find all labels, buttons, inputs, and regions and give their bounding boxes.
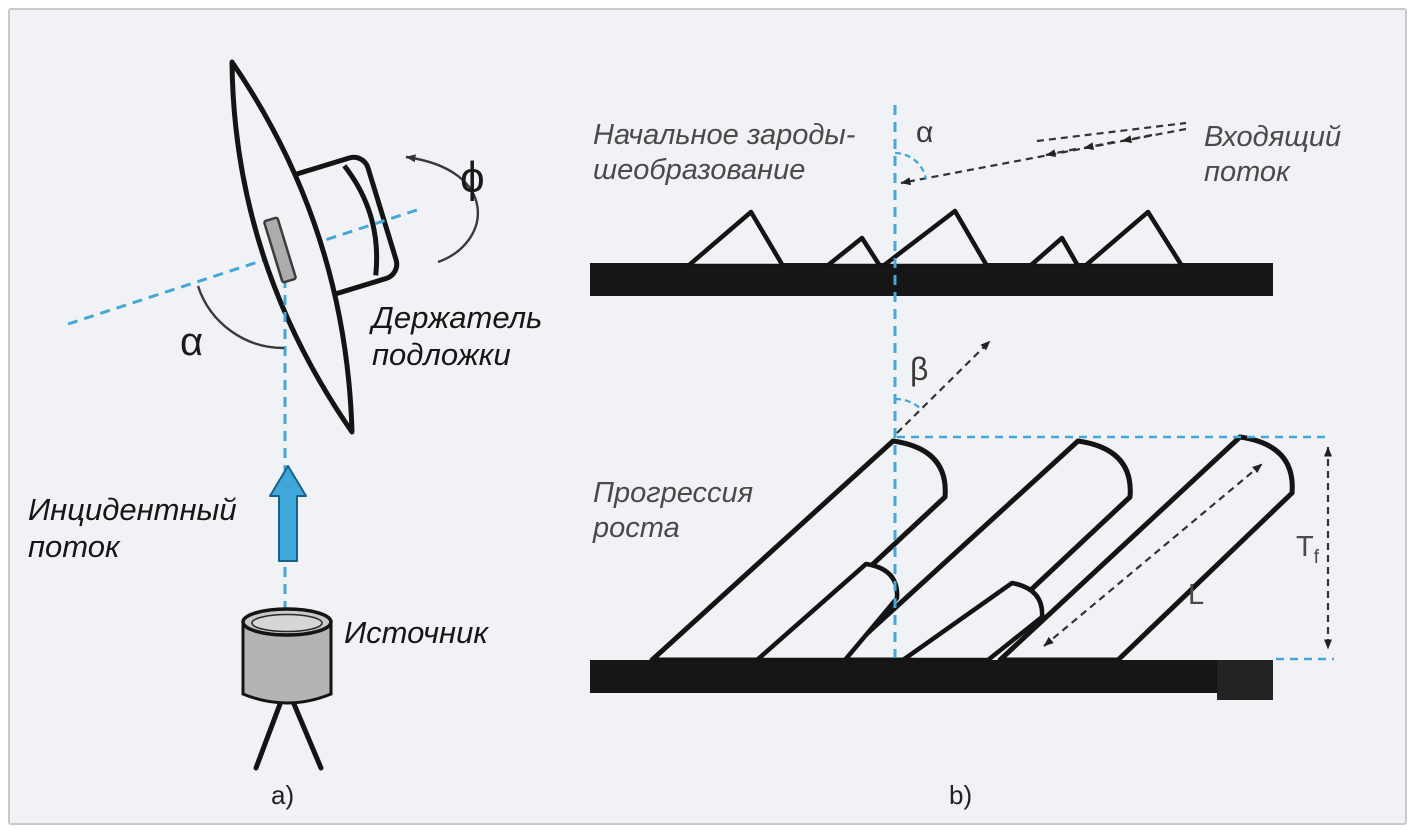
- panel-a-schematic: [67, 59, 479, 771]
- alpha-angle-arc: [894, 151, 928, 180]
- nucleation-label-line1: Начальное зароды-: [593, 119, 856, 151]
- phi-rotation-arrow: [405, 154, 479, 264]
- thickness-subscript: f: [1313, 546, 1319, 568]
- incoming-flux-label-line1: Входящий: [1204, 121, 1342, 153]
- incident-flux-arrow: [269, 465, 307, 562]
- source-body: [241, 621, 333, 705]
- incident-flux-label-line2: поток: [28, 529, 120, 565]
- beta-angle-arc: [894, 397, 923, 411]
- panel-b-schematic: [590, 105, 1334, 700]
- holder-rim-arc: [342, 164, 380, 276]
- substrate-disk: [229, 59, 355, 435]
- alpha-symbol-panel-b: α: [916, 116, 934, 149]
- panel-a-caption: a): [271, 780, 295, 810]
- incoming-flux-label: Входящий поток: [1204, 120, 1341, 190]
- flux-ray-short-arrow: [1045, 147, 1077, 158]
- nucleation-label-line2: шеобразование: [593, 153, 806, 186]
- source-crucible: [241, 607, 333, 771]
- alpha-tilt-arc: [196, 285, 285, 350]
- incident-flux-label: Инцидентный поток: [28, 491, 237, 565]
- growth-label-line2: роста: [593, 511, 680, 544]
- growth-label-line1: Прогрессия: [593, 477, 754, 509]
- substrate-chip: [263, 216, 297, 284]
- column-length-label: L: [1188, 579, 1205, 611]
- growth-columns: [649, 434, 1295, 663]
- source-melt-surface: [251, 613, 323, 633]
- nucleation-seeds: [685, 208, 1185, 269]
- film-thickness-label: Tf: [1296, 530, 1319, 570]
- column-large: [649, 438, 948, 663]
- seed-triangle: [685, 209, 786, 269]
- substrate-bar-bottom: [590, 660, 1273, 693]
- nucleation-label: Начальное зароды- шеобразование: [593, 118, 855, 188]
- seed-triangle: [880, 208, 990, 269]
- growth-progression-label: Прогрессия роста: [593, 476, 753, 546]
- substrate-bar-bottom-step: [1217, 660, 1273, 700]
- panel-b-caption: b): [949, 780, 973, 810]
- source-label: Источник: [344, 615, 488, 650]
- incoming-flux-label-line2: поток: [1204, 155, 1290, 188]
- seed-triangle: [824, 235, 883, 269]
- source-tripod-legs: [253, 701, 324, 771]
- flux-ray-upper: [1036, 121, 1187, 143]
- flux-ray-short-arrow: [1121, 133, 1153, 144]
- beta-symbol: β: [910, 351, 929, 387]
- alpha-symbol-panel-a: α: [180, 320, 204, 364]
- holder-label-line1: Держатель: [372, 300, 543, 335]
- thickness-symbol: T: [1296, 531, 1314, 563]
- substrate-bar-top: [590, 263, 1273, 296]
- rotation-axis-dashed-line: [67, 207, 421, 326]
- seed-triangle: [1082, 209, 1185, 269]
- incoming-flux-rays: [900, 121, 1187, 186]
- phi-symbol: ϕ: [460, 153, 485, 202]
- flux-ray-short-arrow: [1083, 140, 1115, 151]
- holder-label-line2: подложки: [372, 337, 511, 373]
- incident-flux-label-line1: Инцидентный: [28, 492, 237, 527]
- seed-triangle: [1027, 235, 1081, 269]
- column-small: [754, 561, 900, 663]
- column-small: [900, 580, 1045, 663]
- beta-growth-arrow: [896, 340, 991, 434]
- substrate-holder-label: Держатель подложки: [372, 299, 542, 373]
- flux-ray-main: [900, 127, 1187, 186]
